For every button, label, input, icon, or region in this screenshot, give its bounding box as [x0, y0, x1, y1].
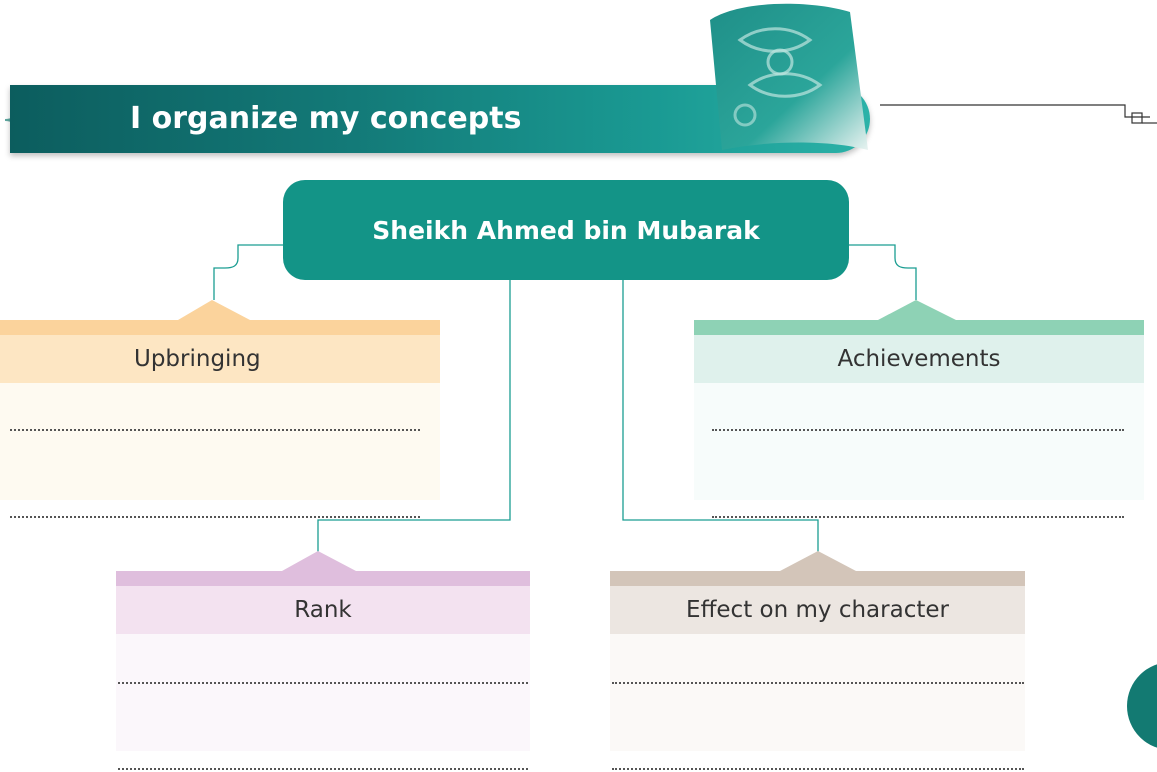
card-bar [0, 320, 440, 335]
card-title: Achievements [694, 335, 1144, 383]
central-topic-box: Sheikh Ahmed bin Mubarak [283, 180, 849, 280]
answer-line[interactable] [118, 682, 528, 684]
answer-line[interactable] [118, 768, 528, 770]
card-tab [282, 551, 356, 571]
card-title: Rank [116, 586, 530, 634]
card-title: Effect on my character [610, 586, 1025, 634]
card-tab [878, 300, 956, 320]
card-bar [116, 571, 530, 586]
card-achievements: Achievements [694, 298, 1144, 500]
answer-line[interactable] [712, 516, 1124, 518]
card-body [610, 634, 1025, 751]
card-bar [610, 571, 1025, 586]
card-effect-on-character: Effect on my character [610, 549, 1025, 751]
card-title: Upbringing [0, 335, 440, 383]
card-body [694, 383, 1144, 500]
decorative-line [880, 104, 1157, 124]
scroll-ornament [710, 3, 868, 150]
answer-line[interactable] [10, 429, 420, 431]
answer-line[interactable] [612, 768, 1024, 770]
card-tab [780, 551, 856, 571]
answer-line[interactable] [712, 429, 1124, 431]
section-title: I organize my concepts [130, 101, 522, 136]
answer-line[interactable] [10, 516, 420, 518]
card-bar [694, 320, 1144, 335]
card-body [0, 383, 440, 500]
card-rank: Rank [116, 549, 530, 751]
answer-line[interactable] [612, 682, 1024, 684]
card-upbringing: Upbringing [0, 298, 440, 500]
card-tab [178, 300, 250, 320]
central-topic-label: Sheikh Ahmed bin Mubarak [372, 215, 760, 245]
card-body [116, 634, 530, 751]
